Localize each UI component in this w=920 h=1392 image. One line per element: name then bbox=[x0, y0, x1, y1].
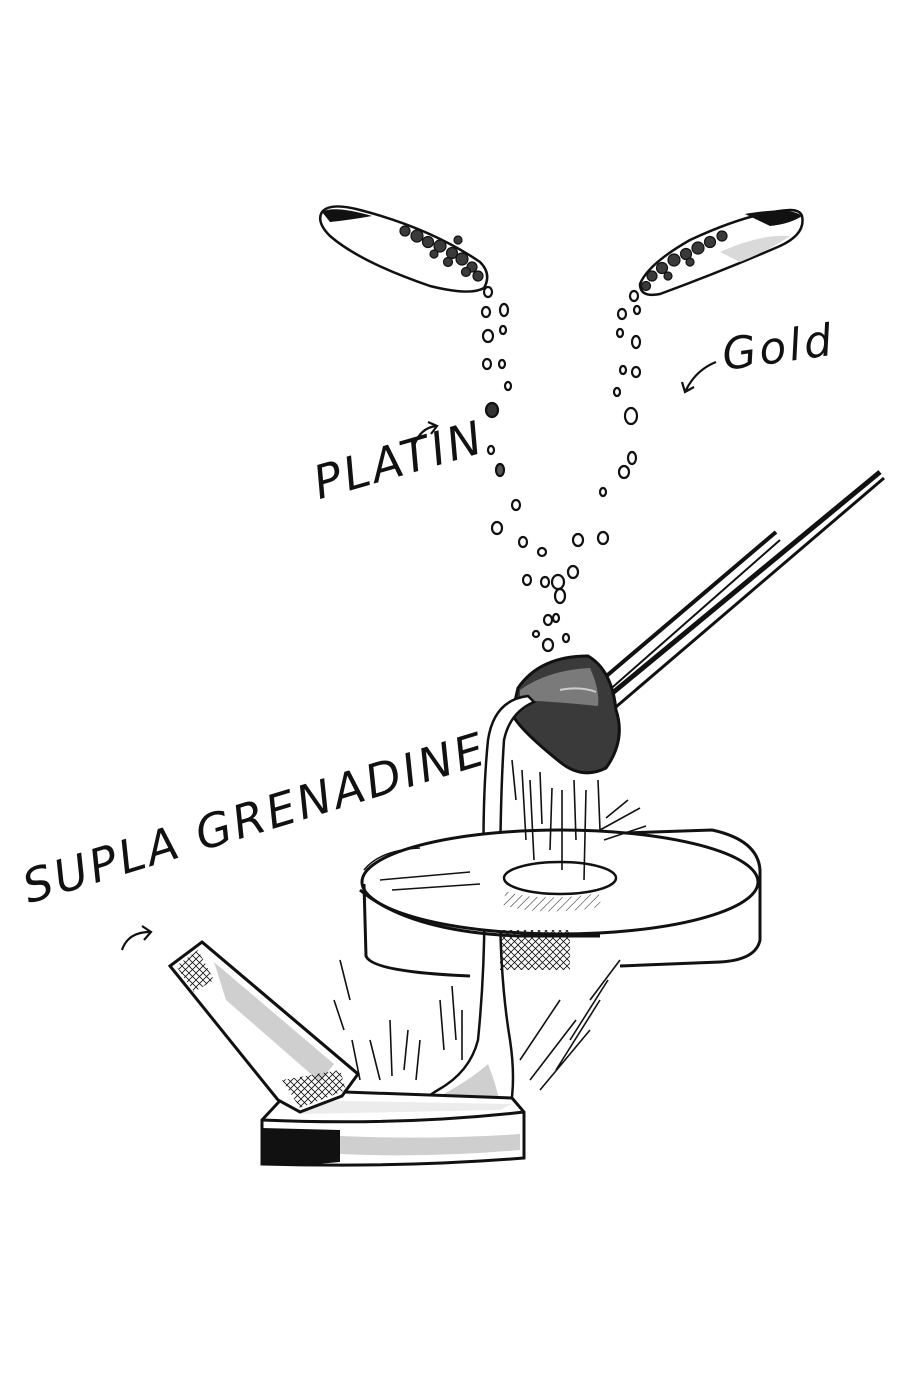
left-spoon bbox=[319, 205, 489, 293]
falling-grains bbox=[480, 285, 642, 653]
sparks bbox=[333, 759, 647, 1091]
crucible-tongs bbox=[510, 470, 885, 775]
ingot-bar bbox=[167, 940, 361, 1114]
mold-disk bbox=[359, 828, 762, 978]
right-spoon bbox=[638, 208, 804, 297]
base-plate bbox=[260, 1088, 526, 1167]
label-arrows bbox=[120, 360, 717, 951]
